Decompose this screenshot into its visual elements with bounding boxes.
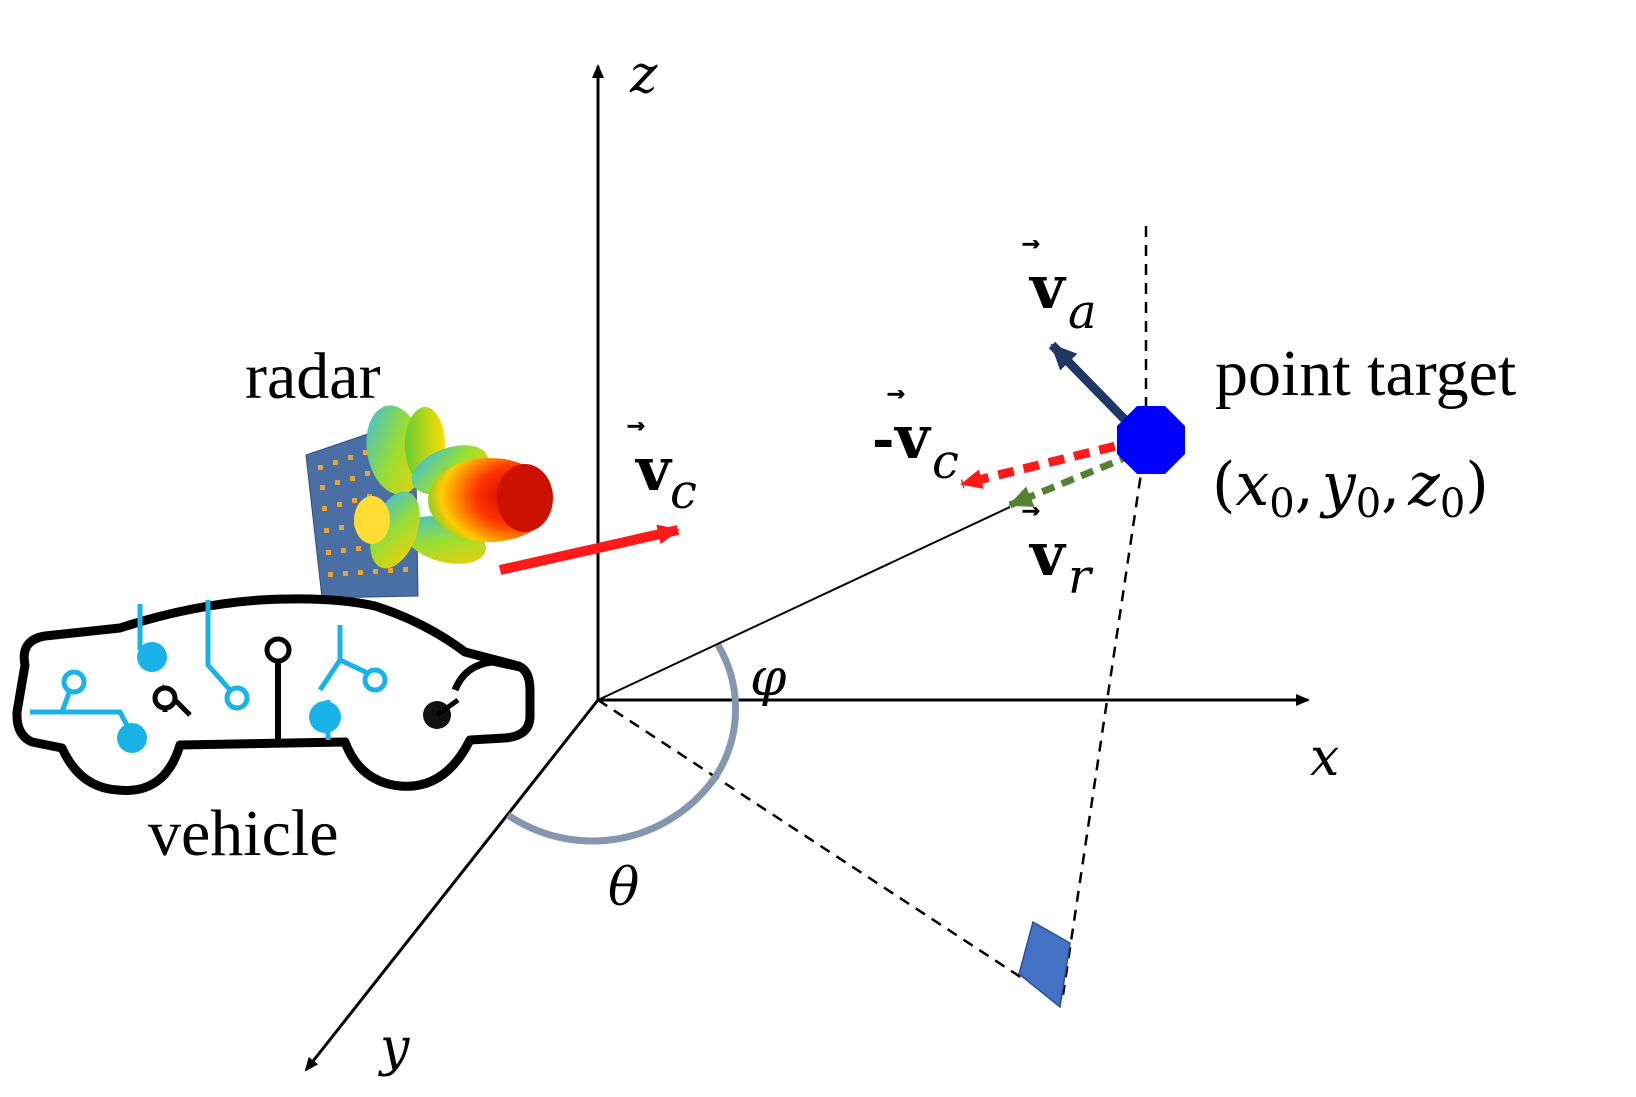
- line-of-sight: [597, 506, 1011, 701]
- vehicle-illustration: [12, 594, 535, 795]
- main-lobe-tip: [497, 464, 553, 532]
- car-body-outline: [12, 594, 535, 795]
- projection-line: [597, 698, 1026, 982]
- svg-text:⃗: ⃗: [627, 422, 645, 431]
- point-target-label: point target: [1215, 337, 1516, 410]
- vc-arrow: [498, 524, 680, 575]
- black-trace: [435, 697, 460, 718]
- target-coordinates: (x0,y0,z0): [1212, 450, 1489, 527]
- y-axis: [304, 699, 600, 1072]
- svg-text:a: a: [1068, 284, 1097, 340]
- right-angle-marker: [1018, 920, 1071, 1009]
- svg-text:-: -: [872, 407, 894, 471]
- va-arrow: [1048, 341, 1139, 434]
- neg-vc-arrow: [960, 435, 1142, 489]
- phi-label: φ: [750, 648, 787, 708]
- svg-text:⃗: ⃗: [887, 390, 905, 399]
- radar-label: radar: [245, 340, 381, 413]
- svg-text:v: v: [1028, 520, 1067, 590]
- circuit-node-black-open: [152, 685, 178, 711]
- svg-text:⃗: ⃗: [1022, 240, 1040, 249]
- vr-label: v ⃗ r: [1022, 507, 1094, 605]
- circuit-node-blue-open: [224, 685, 250, 711]
- circuit-node-blue-filled: [117, 723, 147, 753]
- va-label: v ⃗ a: [1022, 240, 1097, 340]
- svg-text:v: v: [634, 435, 673, 505]
- neg-vc-label: - v ⃗ c: [872, 390, 959, 490]
- svg-text:v: v: [1028, 253, 1067, 323]
- radar-illustration: [305, 405, 553, 599]
- vehicle-label: vehicle: [148, 797, 339, 870]
- circuit-node-blue-open: [61, 669, 87, 695]
- y-axis-label: y: [378, 1018, 410, 1078]
- svg-text:v: v: [893, 403, 932, 473]
- svg-text:c: c: [670, 464, 697, 520]
- z-axis-label: z: [629, 45, 658, 105]
- vc-label: v ⃗ c: [627, 422, 697, 520]
- svg-text:⃗: ⃗: [1022, 507, 1040, 516]
- svg-text:c: c: [932, 434, 959, 490]
- target-drop-line: [1061, 439, 1148, 996]
- circuit-node-blue-open: [362, 667, 388, 693]
- circuit-node-blue-filled: [137, 642, 167, 672]
- svg-text:(x0,y0,z0): (x0,y0,z0): [1212, 450, 1489, 527]
- circuit-node-black-open: [264, 636, 292, 664]
- side-lobe: [354, 496, 390, 544]
- phi-arc: [713, 643, 740, 778]
- svg-text:r: r: [1068, 549, 1094, 605]
- vr-arrow: [1008, 451, 1134, 509]
- theta-label: θ: [608, 858, 639, 918]
- rear-pillar: [451, 658, 521, 692]
- x-axis-label: x: [1310, 728, 1339, 788]
- theta-arc: [506, 774, 719, 845]
- circuit-node-blue-filled: [309, 701, 341, 733]
- point-target-marker: [1117, 406, 1185, 474]
